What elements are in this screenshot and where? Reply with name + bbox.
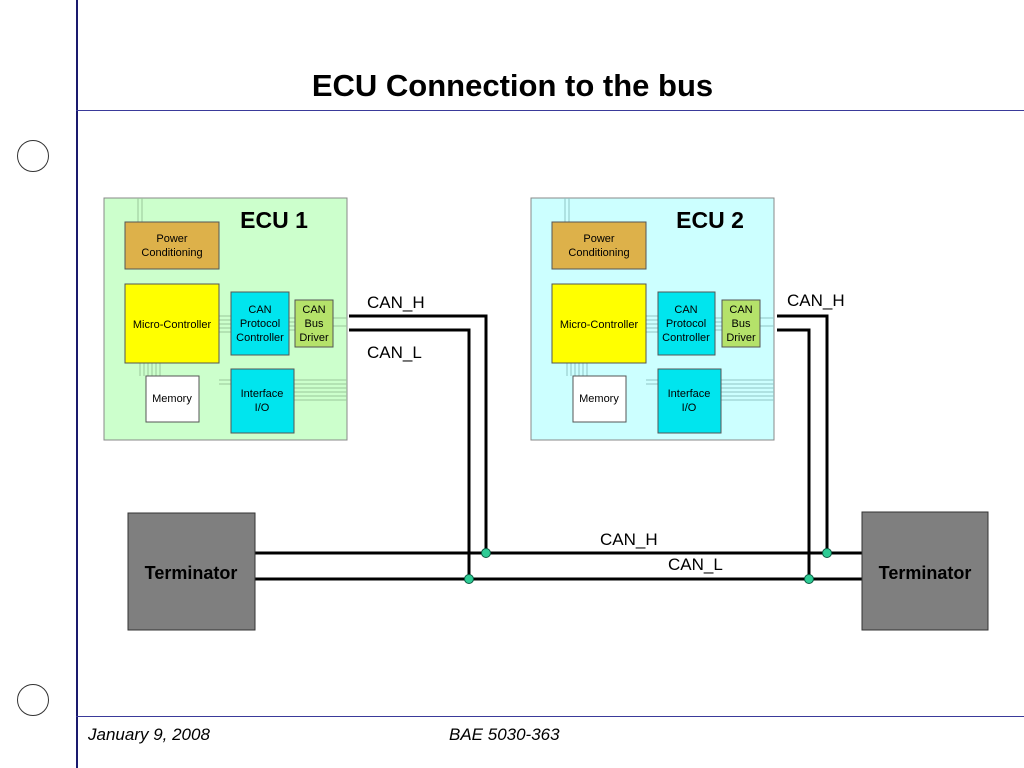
binder-hole-bottom bbox=[17, 684, 49, 716]
terminator-right-label: Terminator bbox=[879, 563, 972, 583]
junction-dot bbox=[822, 548, 832, 558]
ecu-2-micro-label: Micro-Controller bbox=[560, 319, 639, 331]
ecu-2-can-l-wire bbox=[777, 328, 811, 578]
ecu-2-micro-controller-block bbox=[551, 283, 647, 364]
binder-hole-top bbox=[17, 140, 49, 172]
ecu-2-can-h-label: CAN_H bbox=[787, 291, 845, 310]
ecu-1-can-protocol-controller-block bbox=[230, 291, 290, 356]
ecu-1-can-ctrl-line-2: Protocol bbox=[240, 318, 280, 330]
ecu-2-interface-io-block bbox=[657, 368, 722, 434]
ecu-2-can-drv-line-3: Driver bbox=[726, 332, 756, 344]
ecu-2: ECU 2 Power Conditioning Micro-Controlle… bbox=[530, 197, 775, 441]
ecu-1-power-conditioning-block bbox=[124, 221, 220, 270]
junction-dot bbox=[481, 548, 491, 558]
ecu-2-can-drv-line-1: CAN bbox=[729, 304, 752, 316]
ecu-1-label: ECU 1 bbox=[240, 207, 308, 233]
footer-date: January 9, 2008 bbox=[88, 725, 210, 744]
ecu-2-memory-label: Memory bbox=[579, 393, 619, 405]
ecu-1-can-drv-line-3: Driver bbox=[299, 332, 329, 344]
ecu-2-power-line-1: Power bbox=[583, 233, 615, 245]
ecu-1-traces bbox=[137, 198, 347, 401]
ecu-1-interface-io-block bbox=[230, 368, 295, 434]
ecu-2-memory-block bbox=[572, 375, 627, 423]
can-wires bbox=[255, 314, 862, 581]
junction-dot bbox=[464, 574, 474, 584]
ecu-2-power-conditioning-block bbox=[551, 221, 647, 270]
bus-can-h-label: CAN_H bbox=[600, 530, 658, 549]
ecu-2-iface-line-1: Interface bbox=[668, 388, 711, 400]
ecu-1-can-h-wire bbox=[349, 314, 488, 552]
ecu-2-can-protocol-controller-block bbox=[657, 291, 716, 356]
ecu-1-can-h-label: CAN_H bbox=[367, 293, 425, 312]
ecu-1-can-l-label: CAN_L bbox=[367, 343, 422, 362]
ecu-1-can-bus-driver-block bbox=[294, 299, 334, 348]
junction-dot bbox=[804, 574, 814, 584]
ecu-2-can-ctrl-line-2: Protocol bbox=[666, 318, 706, 330]
terminator-right-block bbox=[861, 511, 989, 631]
ecu-1-can-ctrl-line-1: CAN bbox=[248, 304, 271, 316]
ecu-2-traces bbox=[564, 198, 774, 401]
ecu-1-memory-label: Memory bbox=[152, 393, 192, 405]
ecu-2-power-line-2: Conditioning bbox=[568, 247, 629, 259]
bus-junctions bbox=[464, 548, 832, 584]
ecu-1-can-l-wire bbox=[349, 328, 471, 578]
title-rule bbox=[76, 110, 1024, 111]
footer-rule bbox=[76, 716, 1024, 717]
terminator-left-label: Terminator bbox=[145, 563, 238, 583]
ecu-1-power-line-1: Power bbox=[156, 233, 188, 245]
terminator-left-block bbox=[127, 512, 256, 631]
bus-can-l-label: CAN_L bbox=[668, 555, 723, 574]
slide-title: ECU Connection to the bus bbox=[311, 68, 714, 103]
ecu-2-iface-line-2: I/O bbox=[682, 402, 697, 414]
left-margin-rule bbox=[76, 0, 78, 768]
ecu-2-can-drv-line-2: Bus bbox=[732, 318, 751, 330]
ecu-2-can-ctrl-line-3: Controller bbox=[662, 332, 710, 344]
ecu-1-can-ctrl-line-3: Controller bbox=[236, 332, 284, 344]
ecu-1-can-drv-line-2: Bus bbox=[305, 318, 324, 330]
ecu-1: ECU 1 Power Conditioning Micro-Controlle… bbox=[103, 197, 348, 441]
ecu-1-iface-line-1: Interface bbox=[241, 388, 284, 400]
ecu-2-can-bus-driver-block bbox=[721, 299, 761, 348]
ecu-1-can-drv-line-1: CAN bbox=[302, 304, 325, 316]
ecu-1-micro-label: Micro-Controller bbox=[133, 319, 212, 331]
ecu-2-can-h-wire bbox=[777, 314, 829, 552]
ecu-1-iface-line-2: I/O bbox=[255, 402, 270, 414]
footer-course: BAE 5030-363 bbox=[449, 725, 560, 744]
ecu-1-memory-block bbox=[145, 375, 200, 423]
ecu-1-power-line-2: Conditioning bbox=[141, 247, 202, 259]
ecu-2-label: ECU 2 bbox=[676, 207, 744, 233]
ecu-2-can-ctrl-line-1: CAN bbox=[674, 304, 697, 316]
ecu-1-micro-controller-block bbox=[124, 283, 220, 364]
